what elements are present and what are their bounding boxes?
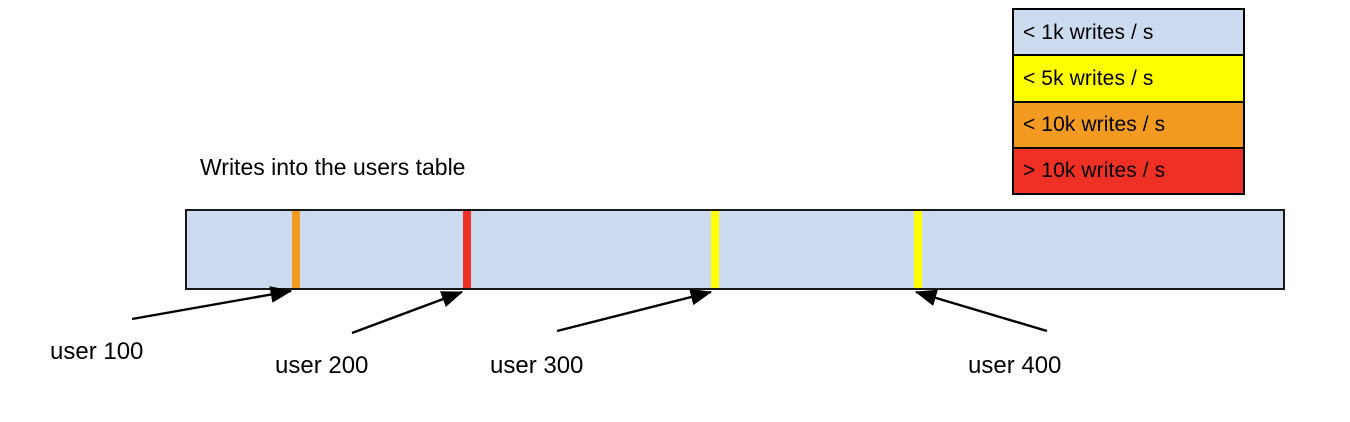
write-rate-legend: < 1k writes / s < 5k writes / s < 10k wr… — [1012, 8, 1245, 195]
users-table-range-bar — [185, 209, 1285, 290]
legend-row-under-10k: < 10k writes / s — [1014, 102, 1243, 149]
marker-user-200 — [463, 211, 472, 288]
marker-user-100 — [292, 211, 301, 288]
annotation-label-user-100: user 100 — [50, 338, 144, 365]
arrow-user-300 — [556, 288, 713, 333]
legend-label-under-5k: < 5k writes / s — [1023, 66, 1154, 90]
annotation-label-user-400: user 400 — [968, 352, 1062, 379]
chart-title: Writes into the users table — [200, 154, 466, 180]
legend-row-under-5k: < 5k writes / s — [1014, 56, 1243, 103]
arrow-user-400 — [914, 289, 1048, 333]
arrow-user-100 — [131, 286, 293, 321]
legend-label-over-10k: > 10k writes / s — [1023, 159, 1166, 183]
legend-label-under-10k: < 10k writes / s — [1023, 113, 1166, 137]
legend-row-over-10k: > 10k writes / s — [1014, 148, 1243, 193]
arrow-user-200 — [351, 290, 464, 335]
annotation-label-user-200: user 200 — [275, 352, 369, 379]
legend-label-under-1k: < 1k writes / s — [1023, 20, 1154, 44]
marker-user-400 — [913, 211, 922, 288]
legend-row-under-1k: < 1k writes / s — [1014, 10, 1243, 57]
marker-user-300 — [710, 211, 719, 288]
annotation-label-user-300: user 300 — [490, 352, 584, 379]
